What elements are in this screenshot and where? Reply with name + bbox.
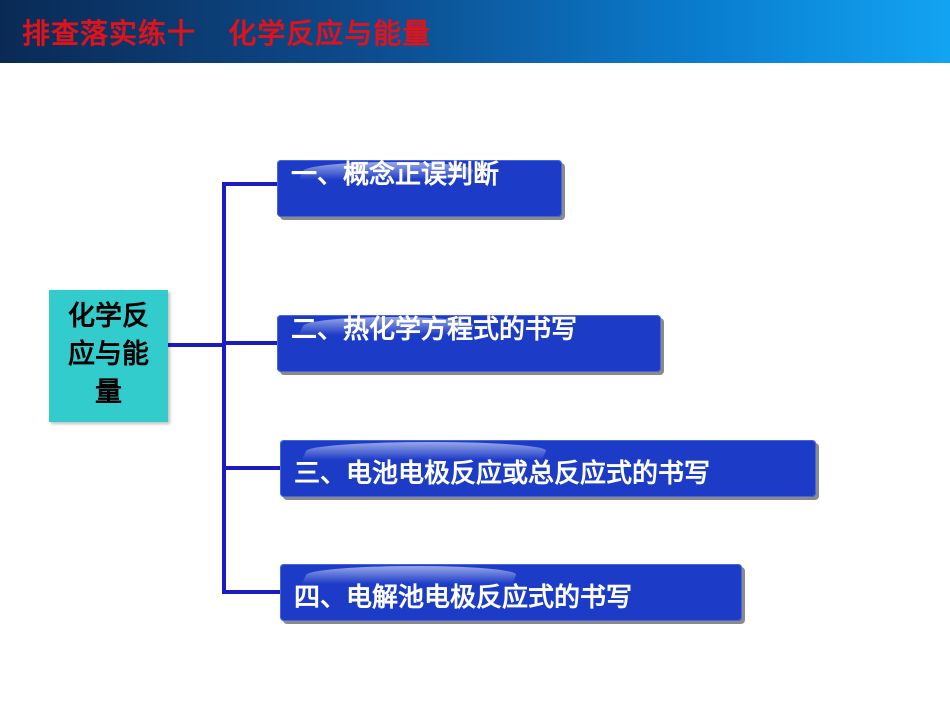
connector-root [168, 343, 224, 347]
connector-branch-2 [222, 341, 278, 345]
branch-node-label: 一、概念正误判断 [291, 160, 500, 190]
header-bar: 排查落实练十 化学反应与能量 [0, 0, 950, 63]
branch-node-label: 二、热化学方程式的书写 [291, 315, 578, 345]
connector-branch-1 [222, 182, 278, 186]
branch-node-label: 四、电解池电极反应式的书写 [294, 583, 633, 613]
connector-branch-4 [222, 590, 280, 594]
root-node: 化学反 应与能 量 [49, 290, 168, 422]
branch-node-3[interactable]: 三、电池电极反应或总反应式的书写 [280, 440, 816, 497]
branch-node-4[interactable]: 四、电解池电极反应式的书写 [280, 564, 742, 621]
branch-node-2[interactable]: 二、热化学方程式的书写 [277, 315, 661, 372]
connector-trunk [222, 182, 226, 594]
page-title: 排查落实练十 化学反应与能量 [22, 17, 432, 50]
connector-branch-3 [222, 466, 280, 470]
root-node-label: 化学反 应与能 量 [68, 301, 149, 408]
branch-node-1[interactable]: 一、概念正误判断 [277, 160, 562, 217]
branch-node-label: 三、电池电极反应或总反应式的书写 [294, 459, 711, 489]
